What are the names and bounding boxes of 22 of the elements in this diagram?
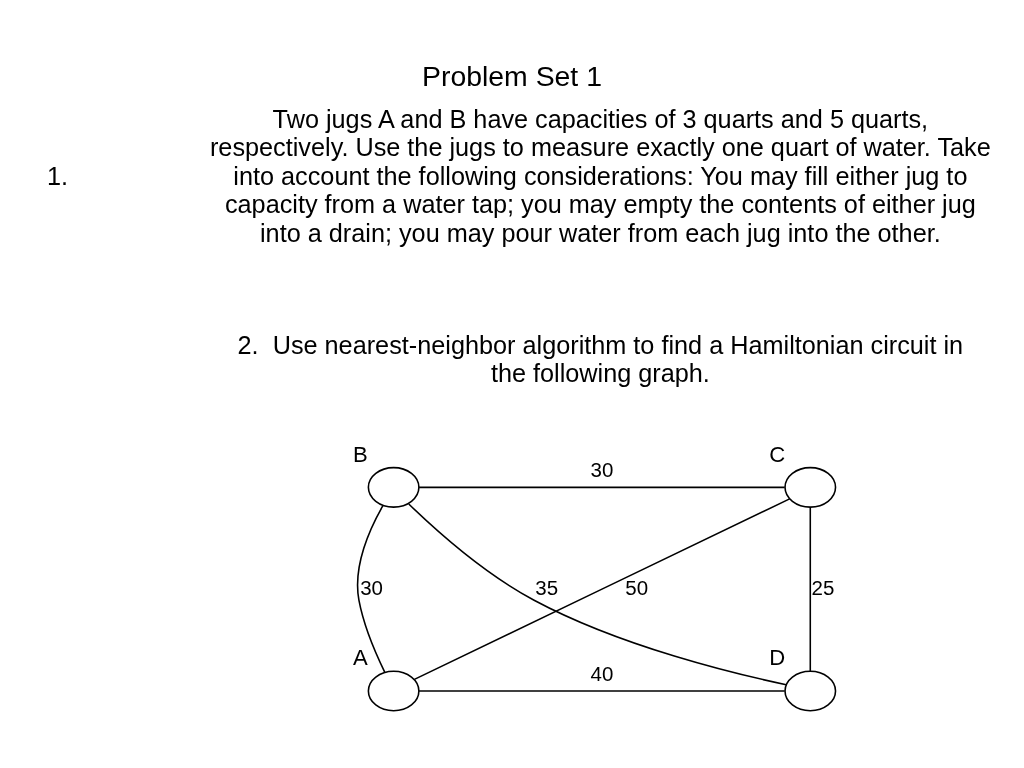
connector: [356, 505, 386, 673]
diagram-title: Problem Set 1: [422, 60, 602, 93]
edge-label: 30: [590, 457, 614, 481]
node-circle: [367, 670, 420, 712]
edge-label: 40: [590, 661, 614, 685]
node-circle: [367, 466, 420, 508]
edge-label: 30: [360, 575, 383, 599]
node-circle: [784, 670, 837, 712]
connector: [809, 506, 812, 672]
label: 1.: [46, 161, 69, 190]
node-label: B: [353, 441, 368, 467]
edge-label: 50: [625, 575, 649, 599]
edge-label: 25: [811, 575, 835, 599]
connector: [418, 486, 786, 489]
node-label: A: [353, 645, 368, 671]
node-label: D: [769, 645, 786, 671]
label: Two jugs A and B have capacities of 3 quarts and 5 quarts, respectively. Use the jugs to measure exactly one quart of water. Take into account the following considerations: You may fill either jug to capacity from a water tap; you may empty the contents of either jug into a drain; you may pour water from each jug into the other.: [209, 105, 991, 247]
edge-label: 35: [535, 575, 559, 599]
label: 2. Use nearest-neighbor algorithm to find a Hamiltonian circuit in the following graph.: [237, 330, 964, 388]
connector: [418, 690, 786, 692]
node-circle: [784, 466, 837, 508]
node-label: C: [769, 441, 786, 467]
